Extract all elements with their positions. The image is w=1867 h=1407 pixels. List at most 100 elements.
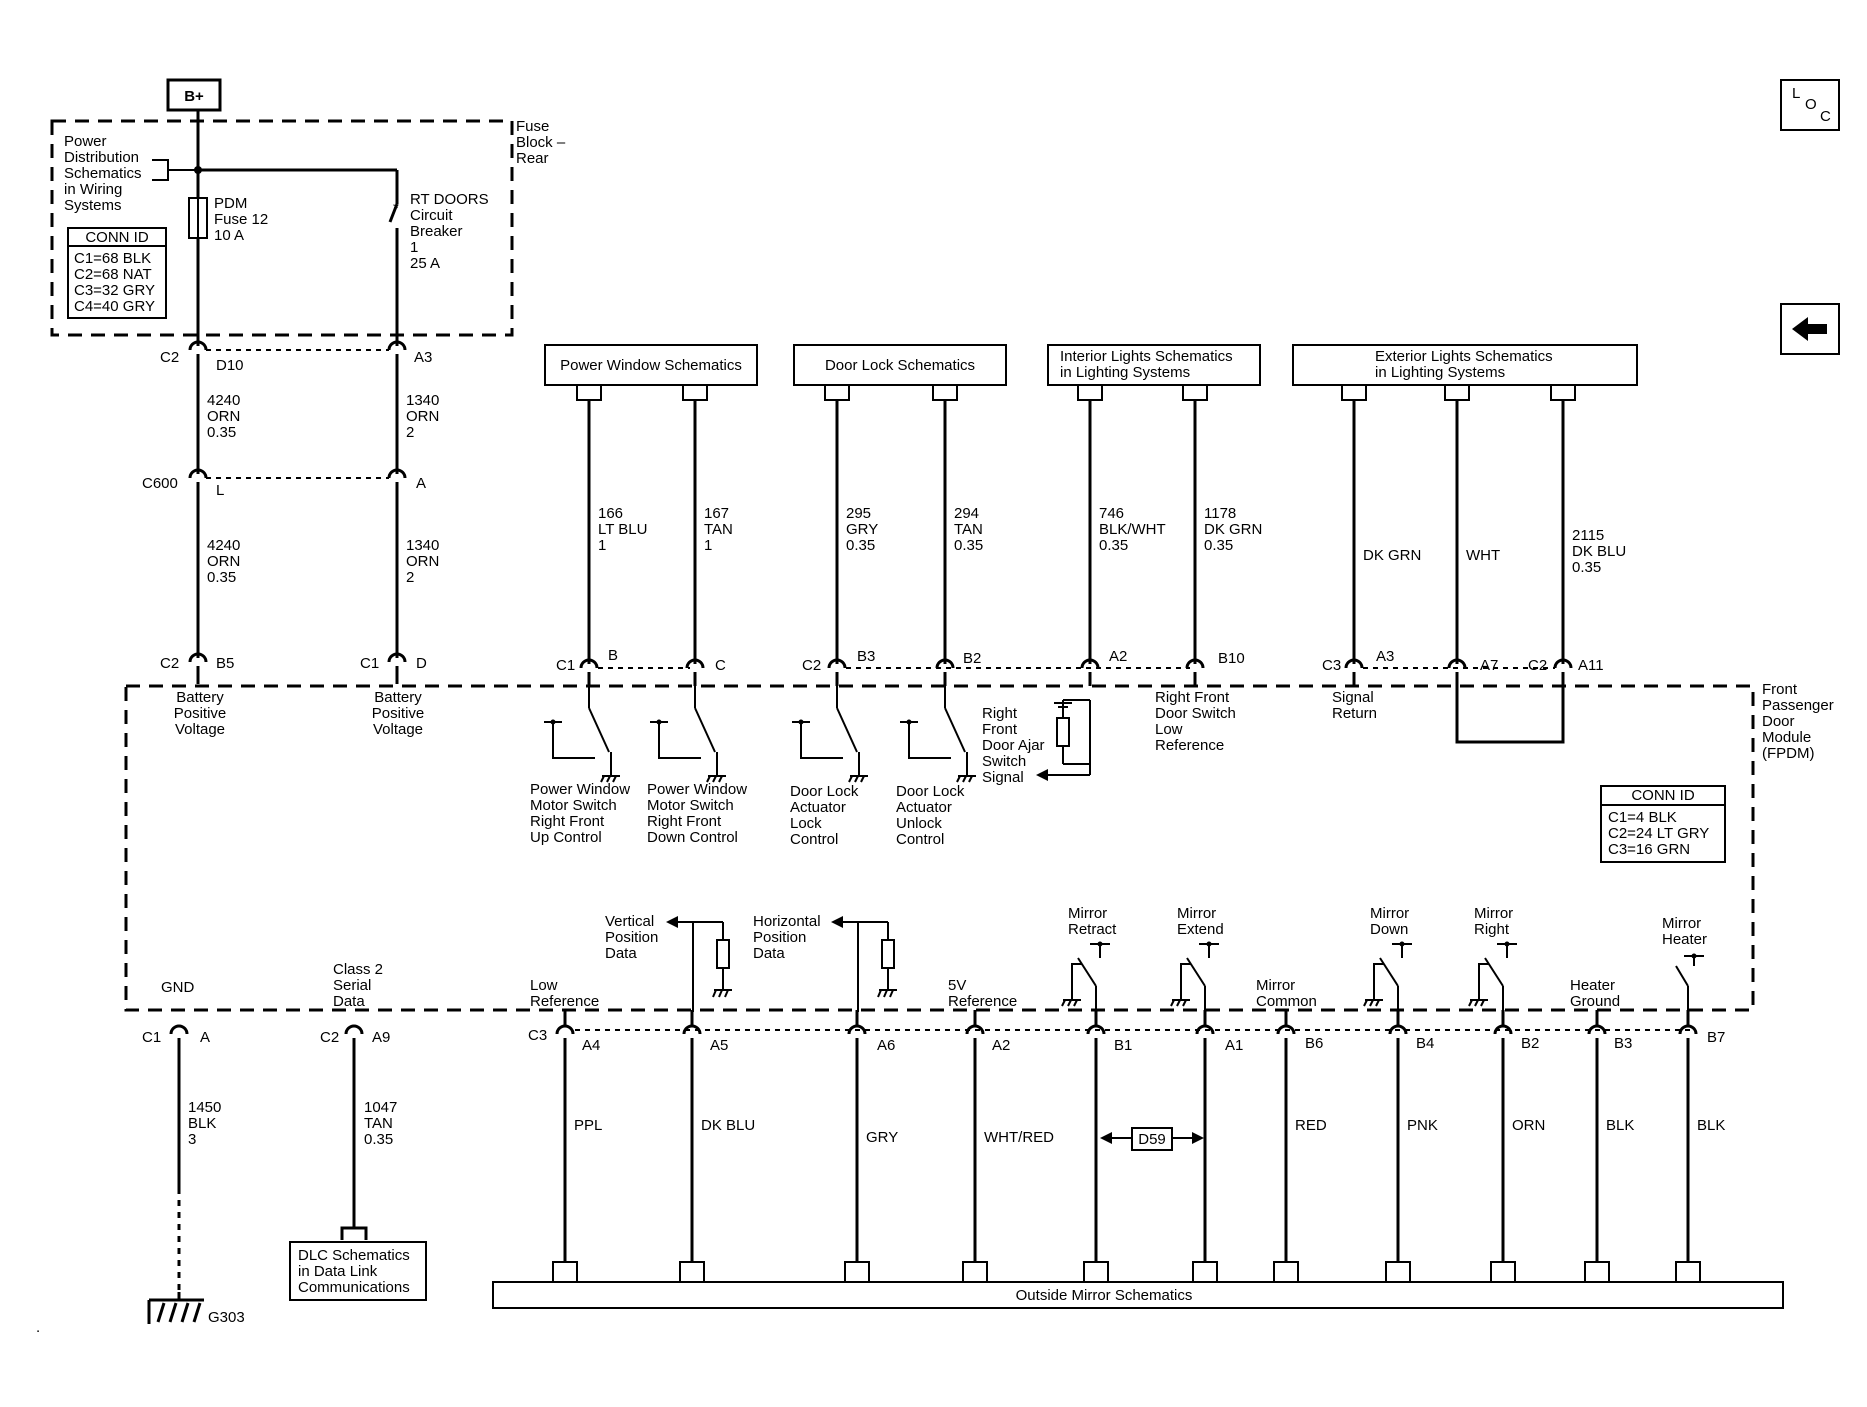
door-ajar-switch (1036, 699, 1091, 781)
svg-text:0.35: 0.35 (207, 569, 236, 586)
svg-text:B2: B2 (1521, 1035, 1539, 1052)
bottom-wire-3: GRY (844, 1010, 898, 1282)
pin-a-label: A (416, 475, 426, 492)
svg-text:Down: Down (1370, 921, 1408, 938)
svg-text:Power Window: Power Window (647, 781, 747, 798)
svg-text:C: C (1820, 108, 1831, 125)
d59-reference[interactable]: D59 (1100, 1127, 1204, 1151)
b-plus-label: B+ (184, 88, 204, 105)
door-ajar-label: Right Front Door Ajar Switch Signal (982, 705, 1045, 786)
pin-d10-label: D10 (216, 357, 244, 374)
svg-text:Door Lock: Door Lock (896, 783, 965, 800)
svg-text:10 A: 10 A (214, 227, 244, 244)
svg-text:C3=16 GRN: C3=16 GRN (1608, 841, 1690, 858)
svg-text:GRY: GRY (846, 521, 878, 538)
bottom-wire-4: WHT/RED (962, 1010, 1054, 1282)
exterior-lights-schematics-box[interactable]: Exterior Lights Schematics in Lighting S… (1292, 344, 1638, 386)
svg-text:ORN: ORN (1512, 1117, 1545, 1134)
low-reference-label: Low Reference (530, 977, 599, 1010)
svg-text:167: 167 (704, 505, 729, 522)
loc-icon[interactable]: L O C (1780, 79, 1840, 131)
gnd-wire-label: 1450 BLK 3 (188, 1099, 221, 1148)
svg-text:.: . (36, 1319, 40, 1336)
svg-text:A11: A11 (1578, 657, 1604, 674)
svg-text:D: D (416, 655, 427, 672)
svg-text:5V: 5V (948, 977, 966, 994)
svg-text:Down Control: Down Control (647, 829, 738, 846)
svg-text:WHT/RED: WHT/RED (984, 1129, 1054, 1146)
svg-text:Control: Control (896, 831, 944, 848)
conn-c2-label: C2 (160, 349, 179, 366)
svg-text:Right: Right (982, 705, 1018, 722)
bottom-wire-9: ORN (1490, 1010, 1545, 1282)
door-lock-schematics-box[interactable]: Door Lock Schematics (793, 344, 1007, 386)
svg-text:166: 166 (598, 505, 623, 522)
interior-lights-schematics-box[interactable]: Interior Lights Schematics in Lighting S… (1047, 344, 1261, 386)
svg-text:DK GRN: DK GRN (1363, 547, 1421, 564)
svg-text:Unlock: Unlock (896, 815, 942, 832)
mirror-heater-switch (1675, 953, 1704, 1012)
mirror-right-label: Mirror Right (1474, 905, 1513, 938)
bottom-wire-2: DK BLU (679, 1010, 755, 1282)
svg-text:A4: A4 (582, 1037, 600, 1054)
svg-text:1: 1 (410, 239, 418, 256)
fpdm-module-label: Front Passenger Door Module (FPDM) (1762, 681, 1834, 762)
svg-text:Motor Switch: Motor Switch (530, 797, 617, 814)
outside-mirror-schematics-box[interactable]: Outside Mirror Schematics (492, 1281, 1784, 1309)
svg-text:BLK: BLK (188, 1115, 216, 1132)
svg-text:Switch: Switch (982, 753, 1026, 770)
svg-text:Mirror: Mirror (1370, 905, 1409, 922)
wire-4240-bottom: 4240 ORN 0.35 (207, 537, 240, 586)
mirror-heater-label: Mirror Heater (1662, 915, 1707, 948)
svg-text:B4: B4 (1416, 1035, 1434, 1052)
dl-lock-label: Door Lock Actuator Lock Control (790, 783, 859, 848)
svg-text:Serial: Serial (333, 977, 371, 994)
svg-text:*: * (393, 200, 399, 217)
wire-1340-top: 1340 ORN 2 (406, 392, 439, 441)
svg-text:Actuator: Actuator (896, 799, 952, 816)
battery-positive-voltage-1: Battery Positive Voltage (174, 689, 227, 738)
svg-text:25 A: 25 A (410, 255, 440, 272)
bottom-wire-10: BLK (1584, 1010, 1634, 1282)
svg-text:Heater: Heater (1570, 977, 1615, 994)
svg-text:Module: Module (1762, 729, 1811, 746)
gnd-label: GND (161, 979, 195, 996)
svg-text:TAN: TAN (364, 1115, 393, 1132)
conn-c600-label: C600 (142, 475, 178, 492)
svg-text:C2=24 LT GRY: C2=24 LT GRY (1608, 825, 1709, 842)
svg-text:1: 1 (704, 537, 712, 554)
svg-text:Breaker: Breaker (410, 223, 463, 240)
top-wire-8: WHT (1444, 385, 1500, 686)
svg-text:Class 2: Class 2 (333, 961, 383, 978)
svg-text:DLC Schematics: DLC Schematics (298, 1247, 410, 1264)
dlc-schematics-box[interactable]: DLC Schematics in Data Link Communicatio… (289, 1241, 427, 1301)
svg-text:Exterior Lights Schematics: Exterior Lights Schematics (1375, 348, 1553, 365)
svg-text:2: 2 (406, 424, 414, 441)
svg-text:Vertical: Vertical (605, 913, 654, 930)
svg-text:TAN: TAN (954, 521, 983, 538)
mirror-switch-1 (1061, 941, 1110, 1012)
conn-id-fpdm: CONN ID C1=4 BLK C2=24 LT GRY C3=16 GRN (1600, 785, 1726, 863)
svg-text:Signal: Signal (982, 769, 1024, 786)
svg-text:C3: C3 (528, 1027, 547, 1044)
horizontal-position-sensor (831, 916, 897, 1012)
mirror-down-label: Mirror Down (1370, 905, 1409, 938)
power-window-schematics-box[interactable]: Power Window Schematics (544, 344, 758, 386)
mirror-retract-label: Mirror Retract (1068, 905, 1117, 938)
svg-text:Fuse: Fuse (516, 118, 549, 135)
svg-text:DK GRN: DK GRN (1204, 521, 1262, 538)
svg-text:RT DOORS: RT DOORS (410, 191, 489, 208)
svg-text:O: O (1805, 96, 1817, 113)
svg-text:A3: A3 (1376, 648, 1394, 665)
g303-label: G303 (208, 1309, 245, 1326)
back-arrow-icon[interactable] (1780, 303, 1840, 355)
svg-text:Block –: Block – (516, 134, 566, 151)
svg-text:A2: A2 (1109, 648, 1127, 665)
svg-text:B7: B7 (1707, 1029, 1725, 1046)
svg-text:Control: Control (790, 831, 838, 848)
svg-text:Mirror: Mirror (1256, 977, 1295, 994)
svg-text:Systems: Systems (64, 197, 122, 214)
